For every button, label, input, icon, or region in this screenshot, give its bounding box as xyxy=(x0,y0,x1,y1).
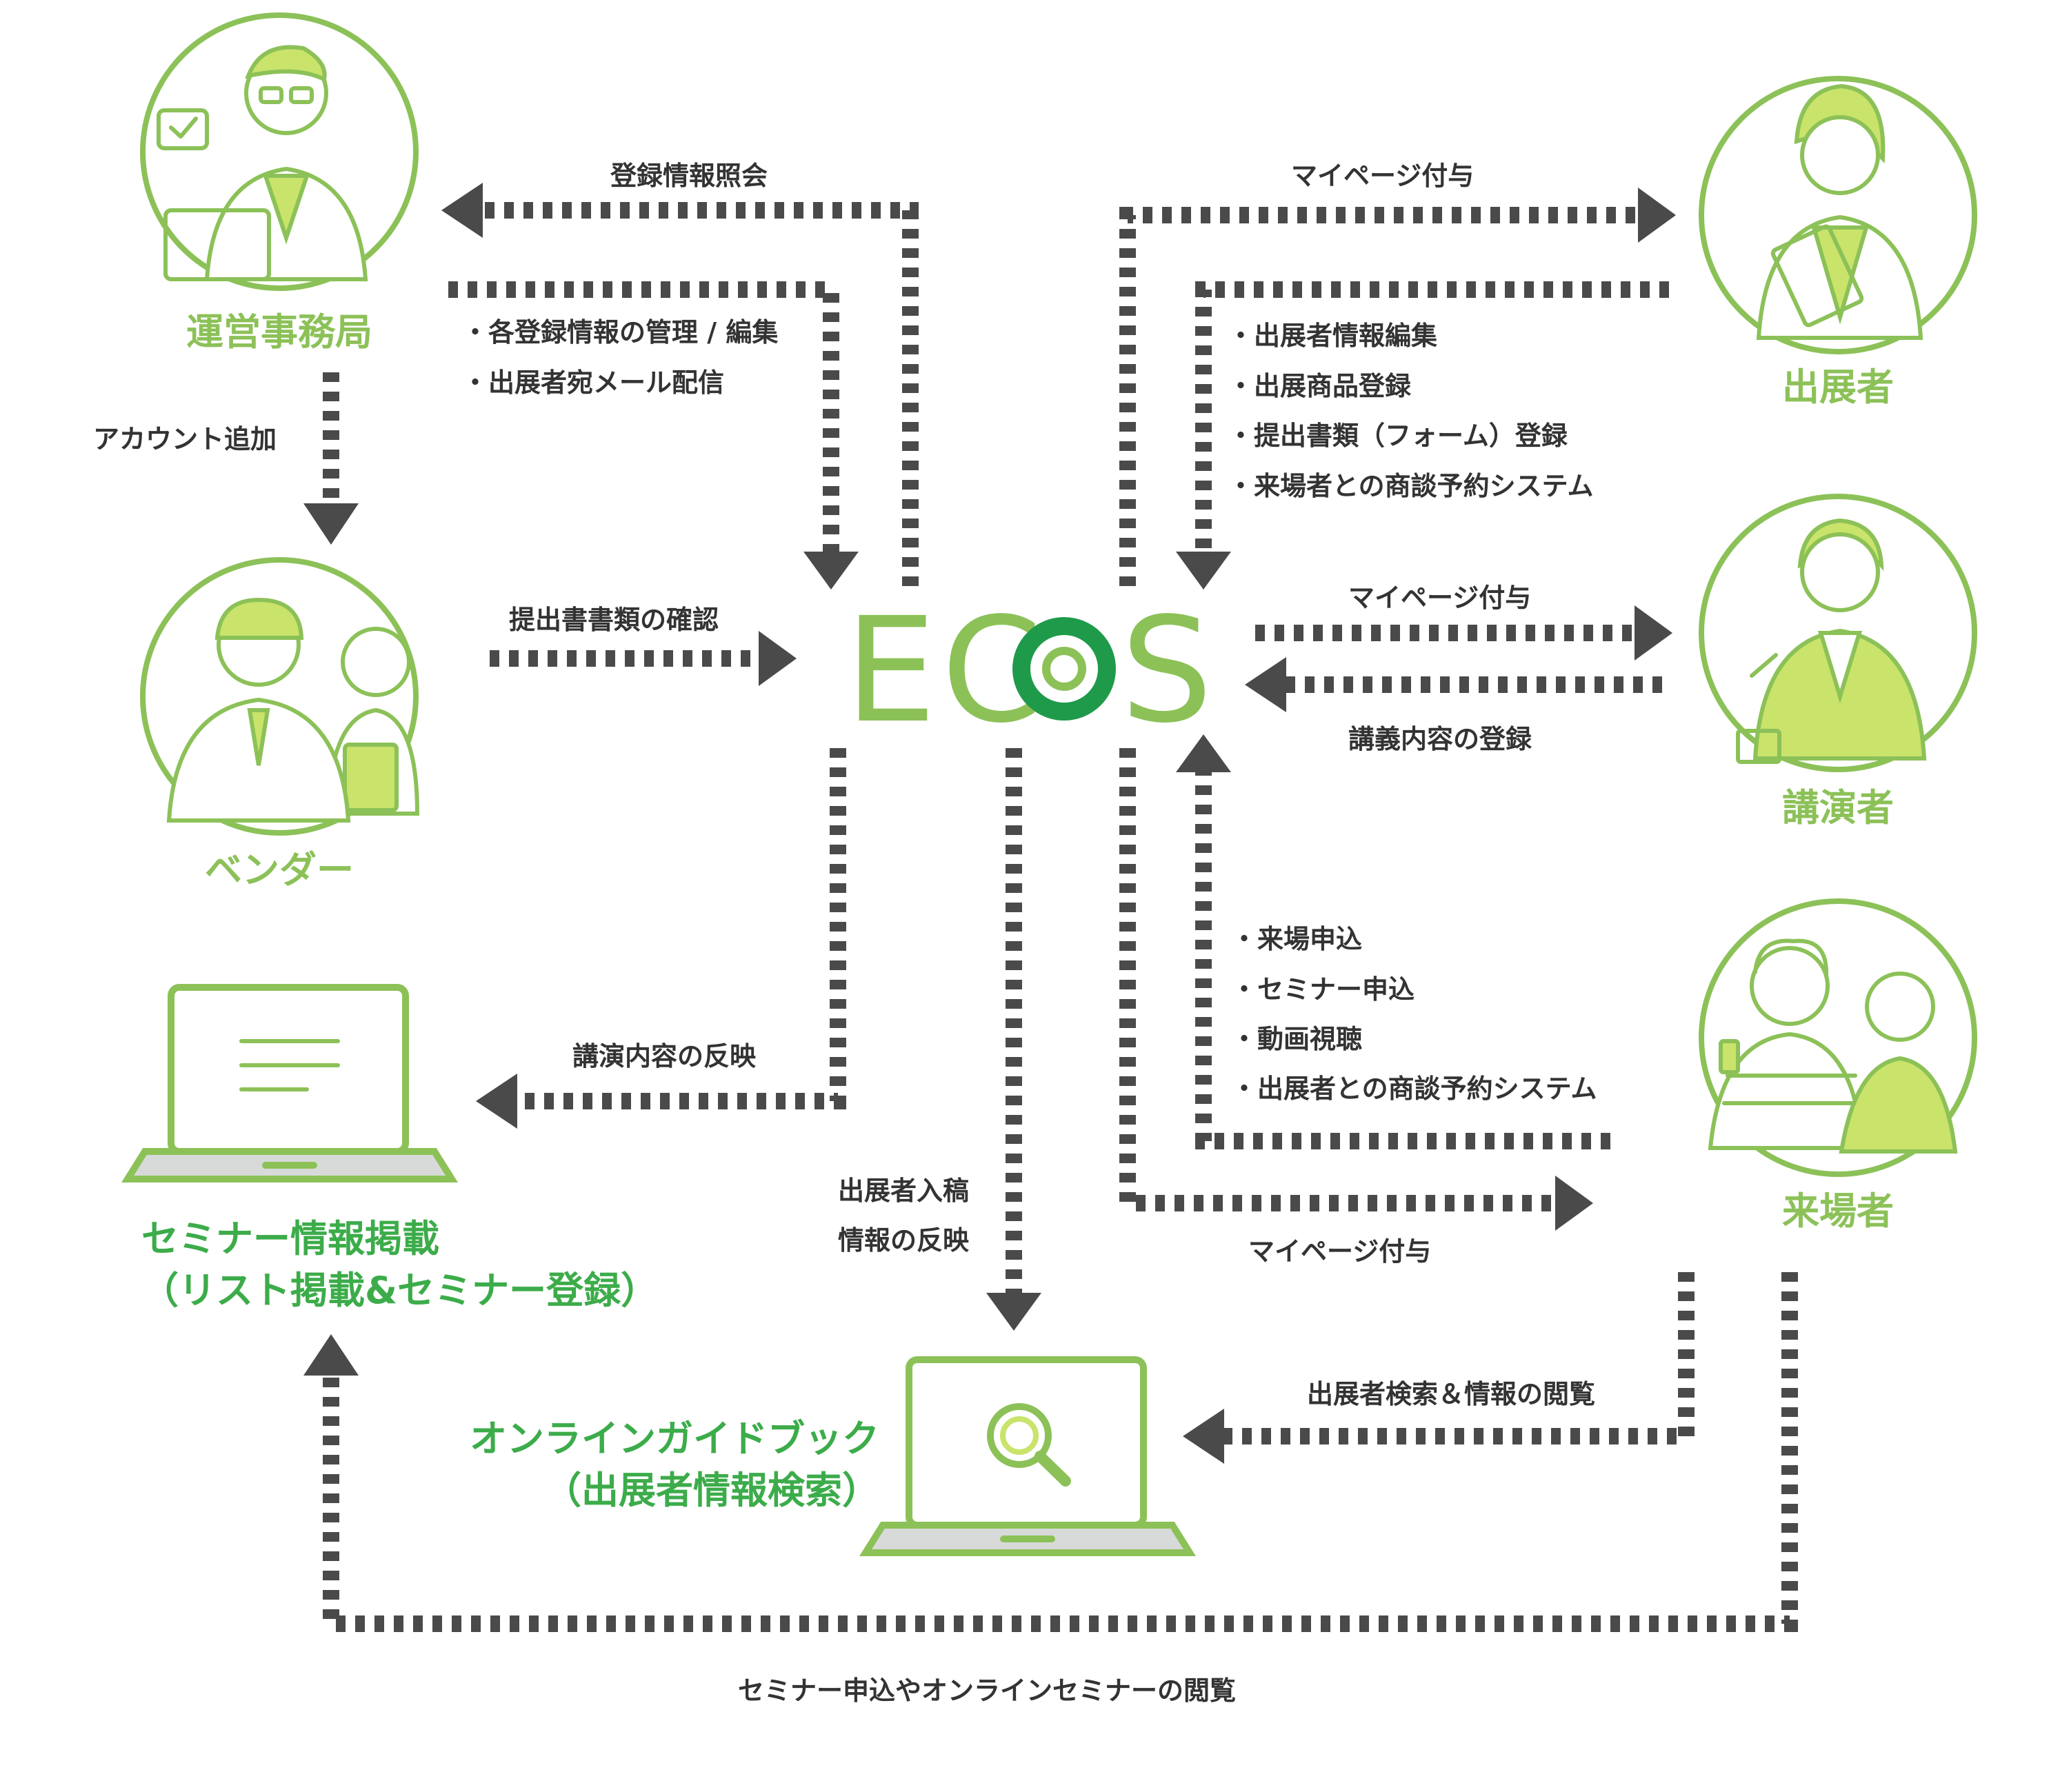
laptop-search-icon xyxy=(859,1356,1197,1556)
label-visitor-task-2: ・セミナー申込 xyxy=(1231,974,1415,1005)
logo-o-inner xyxy=(1042,647,1086,691)
ecos-logo: E C S xyxy=(845,586,1212,755)
seminar-title-line1: セミナー情報掲載 xyxy=(141,1217,439,1260)
label-lecture-reflect: 講演内容の反映 xyxy=(572,1041,756,1071)
visitors-illustration xyxy=(1699,898,1977,1177)
actor-speaker-name: 講演者 xyxy=(1782,786,1894,829)
flow-exhibitor-tasks xyxy=(1195,281,1669,552)
label-account-add: アカウント追加 xyxy=(93,424,277,454)
label-exhibitor-task-2: ・出展商品登録 xyxy=(1228,371,1412,401)
guide-title-line1: オンラインガイドブック xyxy=(470,1417,879,1460)
label-exhibitor-task-3: ・提出書類（フォーム）登録 xyxy=(1228,421,1568,451)
label-office-task-2: ・出展者宛メール配信 xyxy=(462,368,724,398)
label-mypage-exhibitor: マイページ付与 xyxy=(1291,161,1474,191)
flow-visitor-tasks xyxy=(1195,772,1610,1149)
label-exhibitor-task-4: ・来場者との商談予約システム xyxy=(1228,471,1593,501)
arrowhead-left xyxy=(441,183,483,238)
label-seminar-apply: セミナー申込やオンラインセミナーの閲覧 xyxy=(738,1675,1236,1706)
label-exhibitor-submit-2: 情報の反映 xyxy=(838,1225,969,1256)
label-exhibitor-submit-1: 出展者入稿 xyxy=(838,1176,969,1206)
arrowhead-right xyxy=(1638,188,1676,243)
logo-letter-s: S xyxy=(1121,586,1212,755)
laptop-document-icon xyxy=(121,984,459,1182)
seminar-title-line2: （リスト掲載&セミナー登録） xyxy=(141,1269,658,1312)
logo-letter-e: E xyxy=(845,586,937,755)
speaker-illustration xyxy=(1699,494,1977,772)
arrowhead-down xyxy=(1176,552,1231,590)
guide-title-line2: （出展者情報検索） xyxy=(544,1469,879,1512)
arrowhead-up xyxy=(1176,734,1231,772)
label-mypage-visitor: マイページ付与 xyxy=(1248,1236,1431,1267)
label-exhibitor-task-1: ・出展者情報編集 xyxy=(1228,321,1437,351)
arrowhead-right xyxy=(759,631,797,686)
logo-o-outer xyxy=(1012,617,1116,721)
label-mypage-speaker: マイページ付与 xyxy=(1348,583,1531,613)
arrowhead-down xyxy=(803,552,859,590)
label-office-task-1: ・各登録情報の管理 / 編集 xyxy=(462,317,778,348)
label-visitor-task-1: ・来場申込 xyxy=(1231,924,1362,954)
actor-visitor-name: 来場者 xyxy=(1782,1189,1894,1233)
arrowhead-up xyxy=(303,1334,359,1376)
arrowhead-down xyxy=(303,503,359,545)
label-visitor-task-4: ・出展者との商談予約システム xyxy=(1231,1074,1597,1104)
label-exhibitor-search: 出展者検索＆情報の閲覧 xyxy=(1307,1379,1595,1409)
flow-seminar-apply xyxy=(323,1272,1798,1632)
flow-mypage-exhibitor xyxy=(1119,207,1638,586)
flow-reg-lookup xyxy=(483,202,919,586)
label-visitor-task-3: ・動画視聴 xyxy=(1231,1024,1362,1054)
flow-mypage-visitor xyxy=(1119,748,1555,1211)
arrowhead-left xyxy=(1245,657,1286,712)
actor-vendor-name: ベンダー xyxy=(205,848,354,892)
arrowhead-right xyxy=(1635,605,1672,661)
actor-exhibitor-name: 出展者 xyxy=(1782,365,1894,409)
actor-office-name: 運営事務局 xyxy=(186,310,372,354)
exhibitor-illustration xyxy=(1699,76,1977,354)
arrowhead-right xyxy=(1555,1176,1593,1231)
flow-exhibitor-search xyxy=(1224,1272,1695,1444)
arrowhead-left xyxy=(476,1074,517,1129)
office-worker-illustration xyxy=(140,12,419,291)
arrowhead-down xyxy=(986,1293,1041,1331)
vendor-illustration xyxy=(140,557,420,836)
flow-lecture-reflect xyxy=(517,748,846,1109)
arrowhead-left xyxy=(1183,1409,1224,1464)
label-reg-lookup: 登録情報照会 xyxy=(610,161,768,191)
label-lecture-reg: 講義内容の登録 xyxy=(1348,724,1532,754)
label-doc-check: 提出書書類の確認 xyxy=(509,605,719,635)
